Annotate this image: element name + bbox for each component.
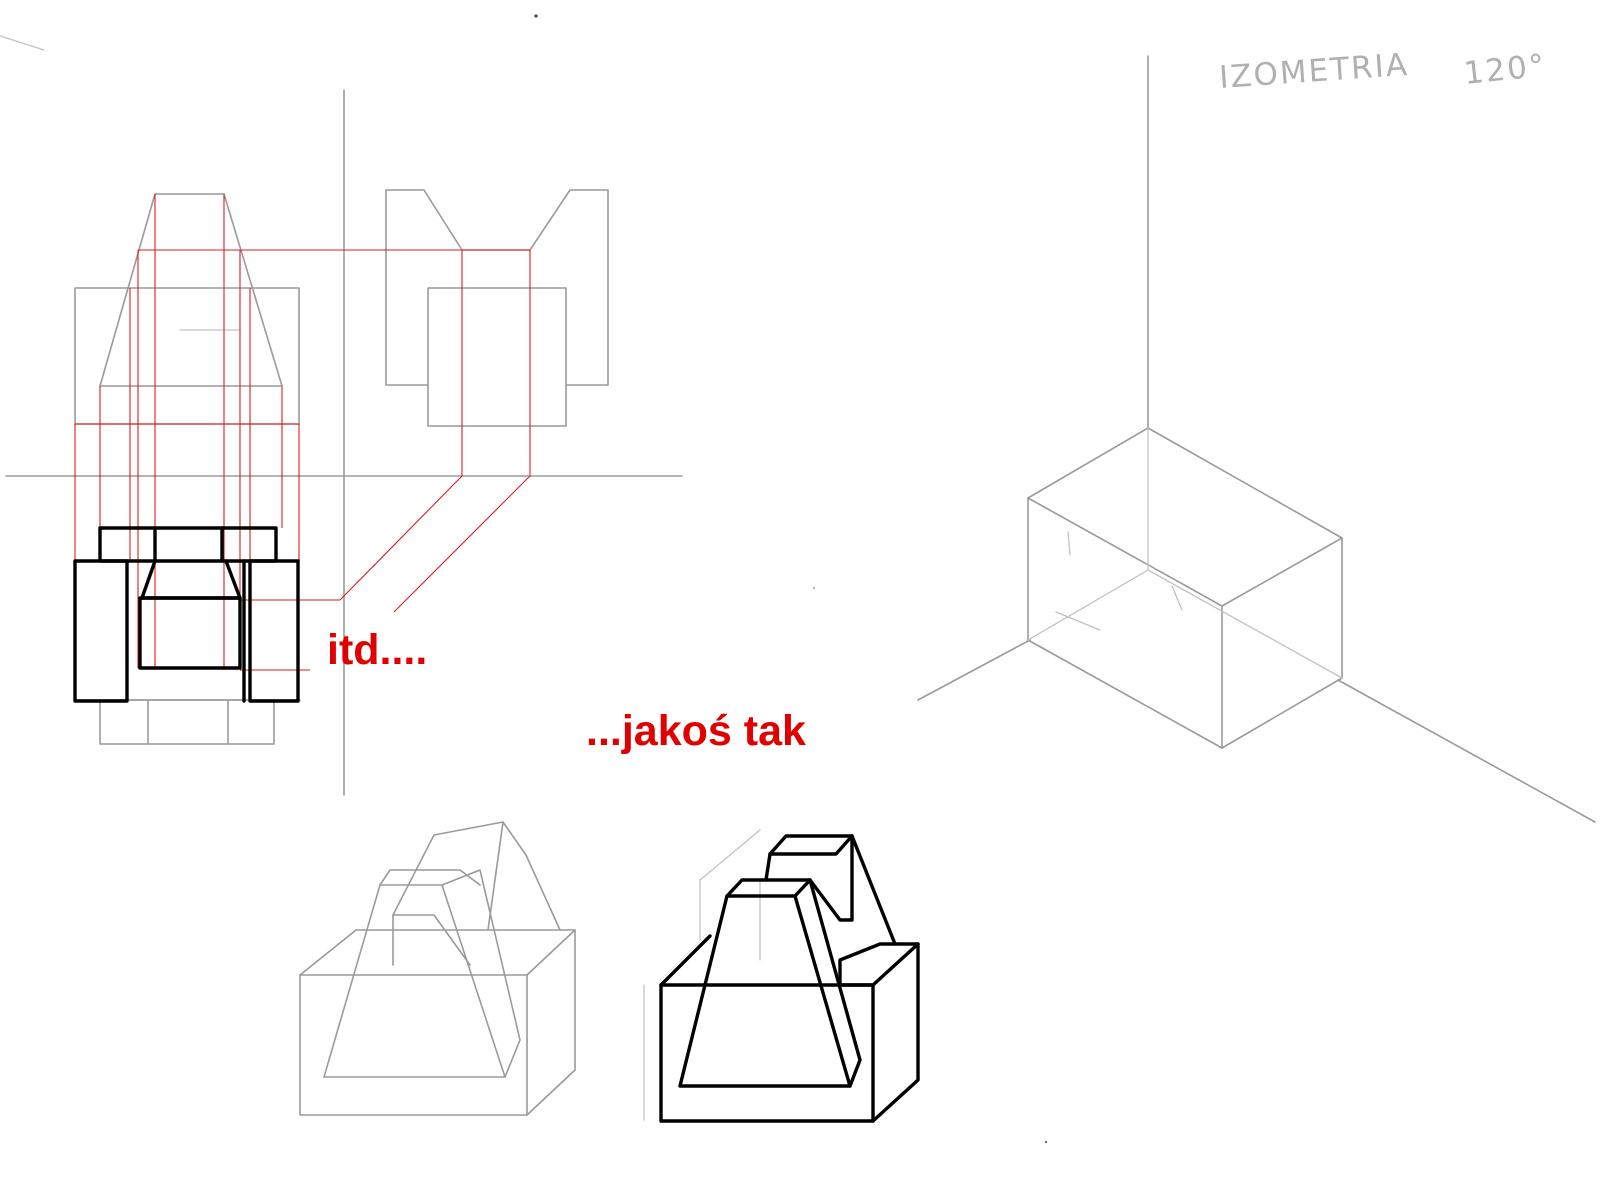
front-view — [74, 193, 300, 425]
annotation-itd: itd.... — [327, 626, 427, 674]
sheet-angle: 120° — [1462, 48, 1548, 92]
top-view-underlay — [74, 699, 301, 745]
sheet-heading: IZOMETRIA — [1218, 47, 1410, 96]
construction-lines — [74, 194, 531, 700]
isometric-box — [1027, 427, 1343, 749]
annotation-jakos-tak: ...jakoś tak — [586, 707, 806, 755]
projection-axes — [0, 35, 683, 796]
pencil-specks — [534, 14, 1048, 1144]
top-view-inked — [73, 526, 300, 703]
isometric-sketch-pencil — [299, 821, 576, 1116]
isometric-axes — [917, 55, 1596, 823]
side-view — [385, 189, 609, 427]
isometric-sketch-inked — [643, 829, 920, 1123]
